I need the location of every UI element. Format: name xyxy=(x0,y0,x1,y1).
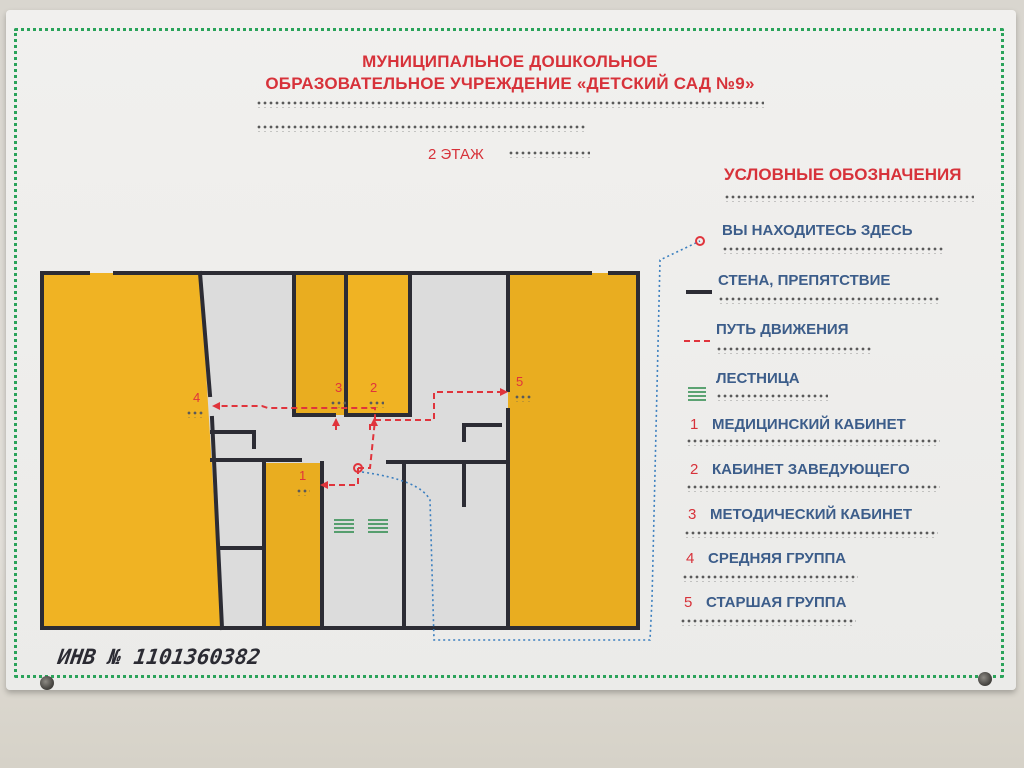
room-label-4: 4 xyxy=(193,390,200,405)
braille-floor xyxy=(508,150,590,158)
braille-line xyxy=(680,618,856,626)
room-1-medical xyxy=(264,463,322,628)
room-4-middle-group xyxy=(42,273,222,628)
braille-line xyxy=(722,246,944,254)
braille-room-2 xyxy=(368,400,384,408)
braille-line xyxy=(686,438,940,446)
braille-line xyxy=(716,393,828,401)
stairs-icon xyxy=(334,519,388,533)
braille-legend xyxy=(724,194,974,202)
legend-room-4: СРЕДНЯЯ ГРУППА xyxy=(708,550,847,567)
leader-line xyxy=(361,240,701,641)
legend-room-1: МЕДИЦИНСКИЙ КАБИНЕТ xyxy=(712,416,906,433)
screw-icon xyxy=(40,676,54,690)
walls xyxy=(40,270,640,631)
title-line-2: ОБРАЗОВАТЕЛЬНОЕ УЧРЕЖДЕНИЕ «ДЕТСКИЙ САД … xyxy=(265,74,755,93)
legend-num-5: 5 xyxy=(684,594,693,611)
room-3-methodical xyxy=(294,273,346,415)
title-line-1: МУНИЦИПАЛЬНОЕ ДОШКОЛЬНОЕ xyxy=(362,52,658,71)
legend-you-are-here: ВЫ НАХОДИТЕСЬ ЗДЕСЬ xyxy=(722,222,913,239)
room-label-2: 2 xyxy=(370,380,377,395)
legend-stairs-icon xyxy=(688,387,706,401)
legend-path: ПУТЬ ДВИЖЕНИЯ xyxy=(716,321,849,338)
braille-line xyxy=(716,346,872,354)
legend-marker-icon xyxy=(695,236,705,246)
rooms xyxy=(42,273,638,628)
legend-stairs: ЛЕСТНИЦА xyxy=(716,370,800,387)
room-5-senior-group xyxy=(508,273,638,628)
legend-num-3: 3 xyxy=(688,506,697,523)
legend-room-2: КАБИНЕТ ЗАВЕДУЮЩЕГО xyxy=(712,461,910,478)
braille-title-1 xyxy=(256,100,764,108)
room-label-1: 1 xyxy=(299,468,306,483)
legend-heading: УСЛОВНЫЕ ОБОЗНАЧЕНИЯ xyxy=(724,165,962,184)
braille-room-1 xyxy=(296,488,310,496)
room-label-3: 3 xyxy=(335,380,342,395)
room-label-5: 5 xyxy=(516,374,523,389)
braille-line xyxy=(718,296,940,304)
braille-line xyxy=(684,530,938,538)
floor-label: 2 ЭТАЖ xyxy=(428,146,484,163)
inventory-number: ИНВ № 1101360382 xyxy=(56,645,262,669)
room-2-head-office xyxy=(346,273,410,415)
you-are-here-marker xyxy=(353,463,363,473)
screw-icon xyxy=(978,672,992,686)
braille-room-4 xyxy=(186,410,204,418)
braille-title-2 xyxy=(256,124,586,132)
route-arrowheads xyxy=(212,388,508,489)
braille-line xyxy=(682,574,858,582)
legend-room-3: МЕТОДИЧЕСКИЙ КАБИНЕТ xyxy=(710,506,913,523)
green-dotted-border xyxy=(14,28,1004,678)
legend-num-4: 4 xyxy=(686,550,695,567)
braille-line xyxy=(686,484,940,492)
legend-room-5: СТАРШАЯ ГРУППА xyxy=(706,594,847,611)
legend-wall: СТЕНА, ПРЕПЯТСТВИЕ xyxy=(718,272,891,289)
legend-num-2: 2 xyxy=(690,461,699,478)
braille-room-3 xyxy=(330,400,346,408)
legend-num-1: 1 xyxy=(690,416,699,433)
braille-room-5 xyxy=(514,394,532,402)
